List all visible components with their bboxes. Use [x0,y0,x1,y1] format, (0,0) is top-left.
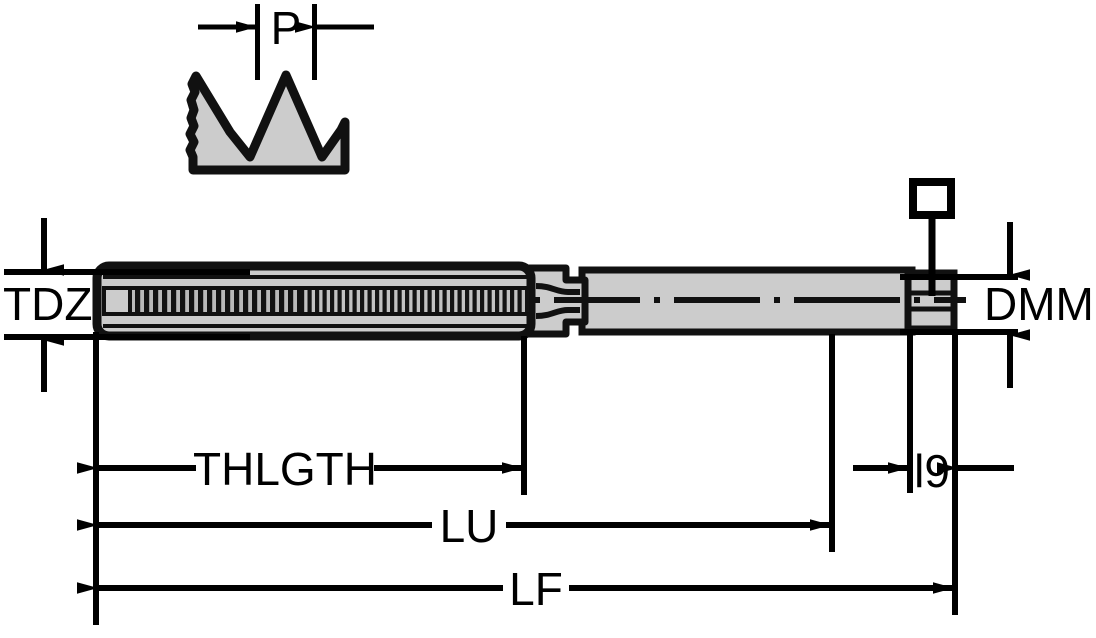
thread-profile-detail-group: P [185,2,374,175]
dimension-label-thlgth: THLGTH [193,443,377,495]
square-drive-symbol-group [909,178,955,296]
dimension-tdz-group: TDZ [3,218,250,392]
square-drive-symbol-icon [909,178,955,219]
dimension-dmm-group: DMM [900,222,1094,388]
neck-relief-groove-upper [535,283,580,295]
dimension-label-lf: LF [509,563,563,615]
thread-tooth-profile [185,70,350,175]
dimension-thlgth-group: THLGTH [77,443,523,495]
dimension-label-lu: LU [440,500,499,552]
neck-relief-groove-lower [535,307,580,319]
dimension-lf-group: LF [77,563,954,615]
tool-body-group [92,261,966,341]
dimension-lu-group: LU [77,500,831,552]
dimension-label-tdz: TDZ [3,278,92,330]
dimension-label-dmm: DMM [984,278,1094,330]
thread-hatching-fine [300,288,531,314]
dimension-l9-group: l9 [853,445,1014,497]
dimension-label-l9: l9 [914,445,950,497]
bottom-extension-lines [93,332,958,625]
dimension-label-p: P [271,2,302,54]
lead-chamfer [102,286,132,316]
